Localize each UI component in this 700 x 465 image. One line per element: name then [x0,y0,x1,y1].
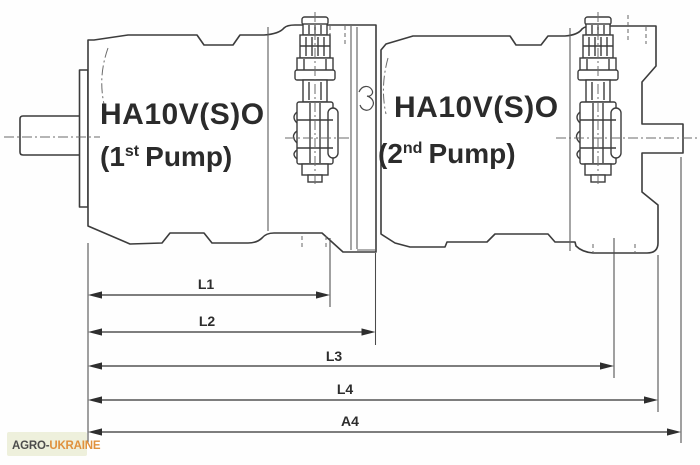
dimension-label-L4: L4 [337,381,354,397]
watermark-text: AGRO-UKRAINE [12,440,101,452]
pump2-housing [380,25,684,254]
dimension-L2: L2 [88,253,377,345]
dimension-L1: L1 [88,238,331,307]
pump2-front-cover-arc [382,57,389,115]
dimension-L4: L4 [88,255,659,412]
watermark: AGRO-UKRAINE [7,432,101,456]
break-mark [358,85,374,111]
pump1-mounting-flange [78,69,89,208]
dimension-lines: L1 L2 L3 L4 [87,157,682,444]
pump2-model-label: HA10V(S)O [394,91,559,124]
pump1-model-label: HA10V(S)O [100,98,265,131]
pump1-front-cover-arc [101,47,109,105]
centerlines [4,12,698,186]
dimension-A4: A4 [88,157,682,443]
watermark-background [7,432,87,456]
dimension-label-L1: L1 [198,276,215,292]
dimension-label-A4: A4 [341,413,359,429]
dimension-label-L3: L3 [326,348,343,364]
dimension-label-L2: L2 [199,313,216,329]
dimension-L3: L3 [88,238,615,378]
pump1-shaft [19,115,81,156]
pump-assembly-outlines [19,15,684,254]
